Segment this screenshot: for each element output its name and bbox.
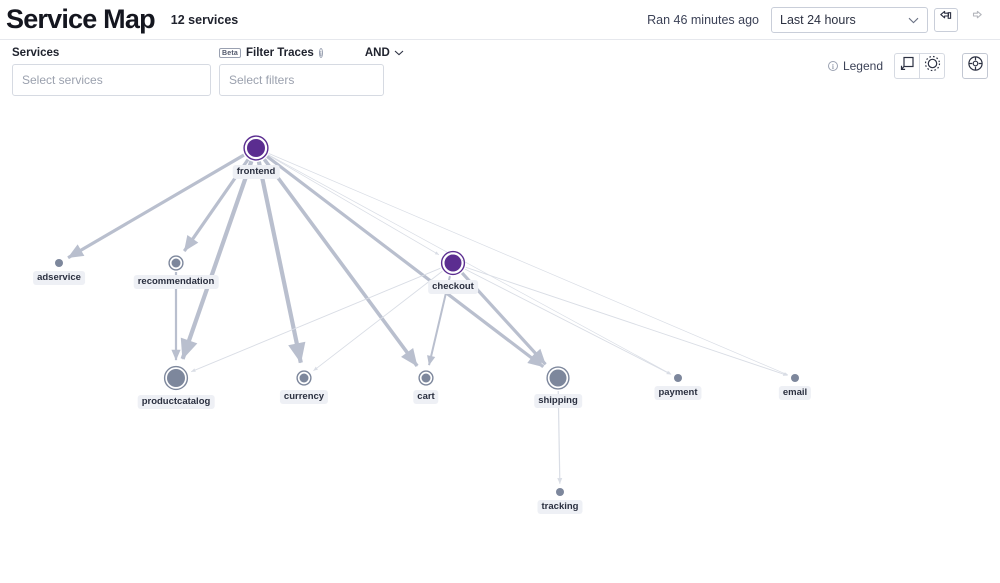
node-label-checkout[interactable]: checkout (428, 279, 478, 294)
graph-node-frontend[interactable] (243, 135, 269, 161)
graph-edge[interactable] (262, 158, 419, 368)
node-ring (163, 365, 189, 391)
legend-button[interactable]: i Legend (823, 59, 883, 73)
node-ring (418, 370, 434, 386)
info-icon[interactable]: i (318, 48, 323, 58)
services-select-input[interactable]: Select services (12, 64, 211, 96)
service-map-graph[interactable] (0, 96, 1000, 583)
graph-edge[interactable] (313, 270, 443, 372)
map-toolbar: i Legend (823, 46, 988, 79)
legend-label: Legend (842, 59, 883, 73)
chevron-down-icon (908, 13, 919, 27)
graph-node-email[interactable] (791, 374, 799, 382)
graph-node-payment[interactable] (674, 374, 682, 382)
filter-traces-label-row: Beta Filter Traces i AND (219, 46, 404, 60)
node-label-productcatalog[interactable]: productcatalog (137, 394, 215, 409)
node-ring (546, 366, 570, 390)
step-backward-icon (939, 10, 953, 29)
graph-edge[interactable] (465, 266, 788, 376)
filter-operator-value: AND (364, 47, 390, 59)
service-map-canvas[interactable]: frontend checkout adservice recommendation p… (0, 96, 1000, 583)
focus-dashed-circle-icon (924, 55, 941, 77)
graph-node-adservice[interactable] (55, 259, 63, 267)
node-core (421, 373, 431, 383)
graph-node-currency[interactable] (296, 370, 312, 386)
node-label-frontend[interactable]: frontend (232, 165, 280, 179)
filter-operator-select[interactable]: AND (365, 47, 404, 59)
filters-placeholder: Select filters (229, 73, 295, 87)
graph-edge[interactable] (267, 154, 440, 256)
services-field-group: Services Select services (12, 46, 211, 96)
node-label-payment[interactable]: payment (654, 386, 702, 400)
graph-edge[interactable] (256, 161, 306, 364)
time-range-select[interactable]: Last 24 hours (771, 6, 928, 33)
page-title: Service Map (6, 4, 156, 34)
node-core (167, 369, 185, 387)
node-core (171, 258, 181, 268)
node-ring (243, 135, 269, 161)
focus-button[interactable] (919, 53, 945, 79)
next-period-button[interactable] (964, 8, 988, 32)
node-label-adservice[interactable]: adservice (33, 271, 85, 285)
node-ring (168, 255, 184, 271)
node-core (444, 254, 462, 272)
graph-edge[interactable] (268, 153, 788, 376)
graph-edges (67, 153, 788, 484)
graph-edge[interactable] (191, 267, 441, 373)
time-range-value: Last 24 hours (780, 12, 856, 27)
graph-edge[interactable] (180, 160, 254, 360)
graph-edge[interactable] (67, 153, 245, 260)
header-controls: Ran 46 minutes ago Last 24 hours (647, 6, 988, 33)
filter-bar: Services Select services Beta Filter Tra… (0, 40, 1000, 96)
node-core (556, 488, 564, 496)
graph-node-recommendation[interactable] (168, 255, 184, 271)
node-core (549, 369, 567, 387)
node-core (55, 259, 63, 267)
node-core (247, 139, 265, 157)
node-label-recommendation[interactable]: recommendation (133, 275, 219, 289)
node-core (674, 374, 682, 382)
filters-select-input[interactable]: Select filters (219, 64, 384, 96)
node-ring (296, 370, 312, 386)
chevron-down-icon (394, 47, 404, 59)
node-core (791, 374, 799, 382)
graph-edge[interactable] (268, 154, 672, 375)
fit-to-screen-button[interactable] (894, 53, 920, 79)
last-run-label: Ran 46 minutes ago (647, 12, 759, 27)
beta-badge: Beta (219, 48, 241, 58)
recenter-target-icon (967, 55, 984, 77)
info-icon: i (827, 61, 838, 71)
node-label-currency[interactable]: currency (279, 390, 329, 404)
node-core (299, 373, 309, 383)
node-label-cart[interactable]: cart (413, 390, 439, 404)
node-ring (440, 250, 466, 276)
fit-to-screen-icon (899, 55, 916, 77)
graph-edge[interactable] (266, 155, 545, 369)
services-placeholder: Select services (22, 73, 103, 87)
filter-traces-label: Filter Traces (245, 47, 314, 59)
graph-node-cart[interactable] (418, 370, 434, 386)
graph-node-checkout[interactable] (440, 250, 466, 276)
graph-node-tracking[interactable] (556, 488, 564, 496)
service-count: 12 services (170, 12, 239, 27)
node-label-email[interactable]: email (778, 386, 812, 400)
node-label-tracking[interactable]: tracking (537, 500, 583, 514)
graph-nodes (55, 135, 799, 496)
recenter-button[interactable] (962, 53, 988, 79)
graph-node-shipping[interactable] (546, 366, 570, 390)
previous-period-button[interactable] (934, 7, 958, 32)
services-label-row: Services (12, 46, 211, 60)
graph-node-productcatalog[interactable] (163, 365, 189, 391)
filter-traces-field-group: Beta Filter Traces i AND Select filters (219, 46, 404, 96)
services-label: Services (12, 47, 60, 59)
node-label-shipping[interactable]: shipping (534, 394, 582, 408)
graph-edge[interactable] (464, 268, 672, 375)
page-header: Service Map 12 services Ran 46 minutes a… (0, 0, 1000, 40)
step-forward-icon (969, 10, 983, 29)
